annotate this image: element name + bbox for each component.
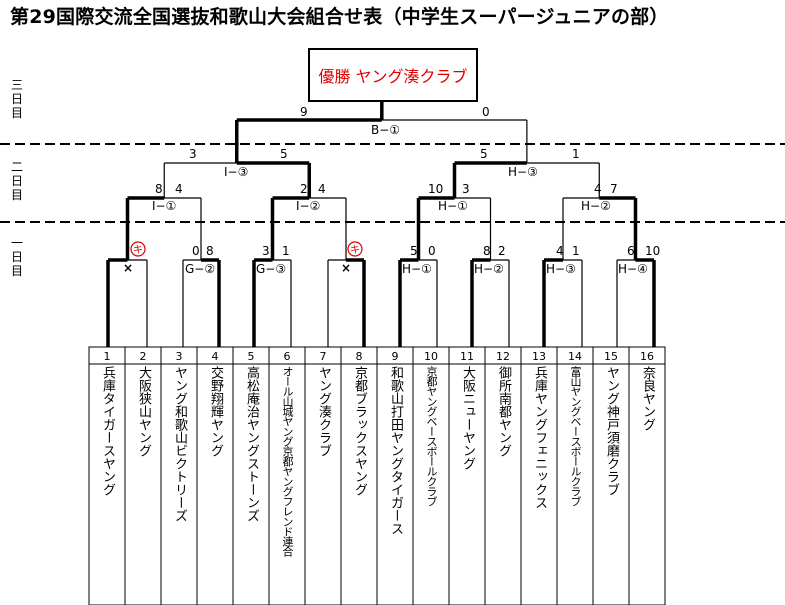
day-label-1: 一日目 xyxy=(10,236,23,278)
team-number: 2 xyxy=(139,349,147,363)
team-number: 3 xyxy=(175,349,183,363)
team-number: 14 xyxy=(568,349,582,363)
team-cell: 4 交野翔輝ヤング xyxy=(197,347,233,605)
team-number: 16 xyxy=(640,349,654,363)
page-title: 第29国際交流全国選抜和歌山大会組合せ表（中学生スーパージュニアの部） xyxy=(10,6,669,28)
champion-box: 優勝 ヤング湊クラブ xyxy=(308,48,478,102)
team-name: 和歌山打田ヤングタイガース xyxy=(388,366,403,535)
team-name: オール山城ヤング京都ヤングフレンド連合 xyxy=(281,366,294,556)
team-cell: 6 オール山城ヤング京都ヤングフレンド連合 xyxy=(269,347,305,605)
team-number: 7 xyxy=(319,349,327,363)
team-cell: 2 大阪狭山ヤング xyxy=(125,347,161,605)
team-table xyxy=(88,346,666,605)
team-name: 兵庫タイガースヤング xyxy=(100,366,115,496)
team-name: 京都ブラックスヤング xyxy=(352,366,367,496)
team-number: 8 xyxy=(355,349,363,363)
team-cell: 11 大阪ニューヤング xyxy=(449,347,485,605)
team-number: 9 xyxy=(391,349,399,363)
team-name: ヤング和歌山ビクトリーズ xyxy=(172,366,187,522)
day-label-3: 三日目 xyxy=(10,78,23,120)
team-name: 御所南都ヤング xyxy=(496,366,511,457)
team-number: 10 xyxy=(424,349,438,363)
team-number: 5 xyxy=(247,349,255,363)
team-number: 11 xyxy=(460,349,474,363)
team-name: 京都ヤングベースボールクラブ xyxy=(425,366,438,506)
day-label-2: 二日目 xyxy=(10,160,23,202)
team-name: 兵庫ヤングフェニックス xyxy=(532,366,547,509)
team-number: 12 xyxy=(496,349,510,363)
team-name: 高松庵治ヤングストーンズ xyxy=(244,366,259,522)
team-number: 15 xyxy=(604,349,618,363)
team-cell: 12 御所南都ヤング xyxy=(485,347,521,605)
team-name: 交野翔輝ヤング xyxy=(208,366,223,457)
team-cell: 16 奈良ヤング xyxy=(629,347,665,605)
team-cell: 13 兵庫ヤングフェニックス xyxy=(521,347,557,605)
team-name: 大阪ニューヤング xyxy=(460,366,475,470)
team-number: 1 xyxy=(103,349,111,363)
team-cell: 1 兵庫タイガースヤング xyxy=(89,347,125,605)
team-number: 4 xyxy=(211,349,219,363)
team-cell: 8 京都ブラックスヤング xyxy=(341,347,377,605)
team-name: 富山ヤングベースボールクラブ xyxy=(569,366,582,506)
team-name: 奈良ヤング xyxy=(640,366,655,431)
team-cell: 3 ヤング和歌山ビクトリーズ xyxy=(161,347,197,605)
team-number: 6 xyxy=(283,349,291,363)
team-cell: 15 ヤング神戸須磨クラブ xyxy=(593,347,629,605)
team-name: ヤング湊クラブ xyxy=(316,366,331,457)
team-cell: 10 京都ヤングベースボールクラブ xyxy=(413,347,449,605)
team-number: 13 xyxy=(532,349,546,363)
team-cell: 9 和歌山打田ヤングタイガース xyxy=(377,347,413,605)
team-cell: 5 高松庵治ヤングストーンズ xyxy=(233,347,269,605)
team-cell: 14 富山ヤングベースボールクラブ xyxy=(557,347,593,605)
champion-label: 優勝 ヤング湊クラブ xyxy=(318,67,468,86)
team-name: ヤング神戸須磨クラブ xyxy=(604,366,619,496)
team-cell: 7 ヤング湊クラブ xyxy=(305,347,341,605)
team-name: 大阪狭山ヤング xyxy=(136,366,151,457)
